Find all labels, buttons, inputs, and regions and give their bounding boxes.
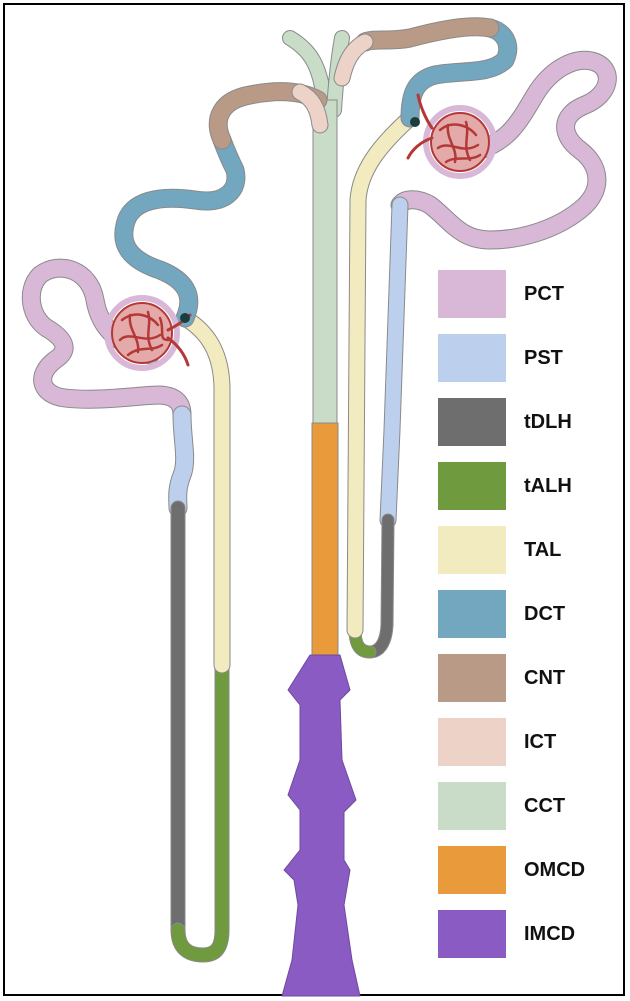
legend-item-pct: PCT [438,270,618,318]
left-ict [300,92,320,125]
left-glomerulus [107,298,190,368]
legend-item-pst: PST [438,334,618,382]
right-tdlh [370,520,388,652]
legend-label: OMCD [524,859,585,882]
legend-swatch [438,270,506,318]
legend-swatch [438,654,506,702]
legend-label: tALH [524,475,572,498]
legend-label: TAL [524,539,561,562]
legend-label: CCT [524,795,565,818]
legend-label: CNT [524,667,565,690]
legend-label: IMCD [524,923,575,946]
right-pct [400,60,607,240]
legend-item-dct: DCT [438,590,618,638]
legend-label: DCT [524,603,565,626]
legend-item-cnt: CNT [438,654,618,702]
legend-item-cct: CCT [438,782,618,830]
legend-item-tdlh: tDLH [438,398,618,446]
omcd-segment [312,423,338,656]
legend-label: tDLH [524,411,572,434]
legend-swatch [438,718,506,766]
cct-segment [313,100,337,425]
right-glomerulus [408,95,494,176]
legend-swatch [438,334,506,382]
legend-item-talh: tALH [438,462,618,510]
legend-item-imcd: IMCD [438,910,618,958]
legend-label: ICT [524,731,556,754]
right-cnt [365,27,490,42]
legend-swatch [438,462,506,510]
legend-item-omcd: OMCD [438,846,618,894]
legend-item-tal: TAL [438,526,618,574]
legend-swatch [438,846,506,894]
legend-swatch [438,910,506,958]
legend-swatch [438,782,506,830]
left-tal [185,318,222,665]
left-pst [178,415,185,508]
left-nephron [31,92,320,955]
imcd-segment [282,655,360,996]
left-dct [124,140,236,318]
legend-item-ict: ICT [438,718,618,766]
legend-swatch [438,398,506,446]
legend-swatch [438,590,506,638]
legend-label: PCT [524,283,564,306]
legend-label: PST [524,347,563,370]
legend-swatch [438,526,506,574]
